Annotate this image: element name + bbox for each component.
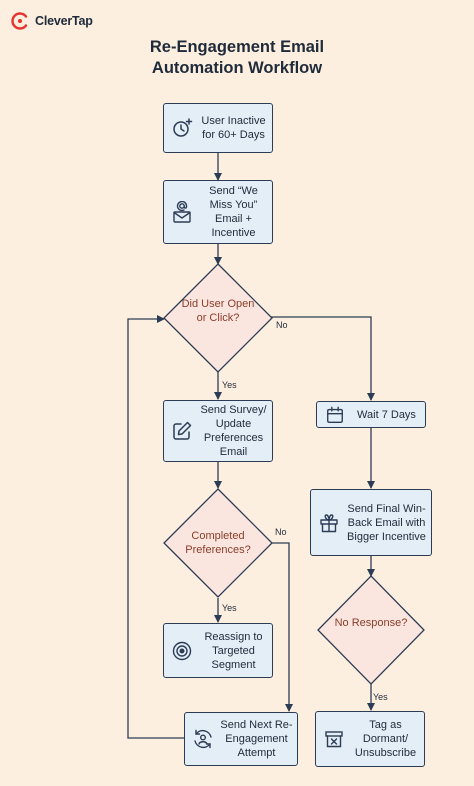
- node-send-we-miss-you: Send “We Miss You” Email + Incentive: [163, 180, 273, 244]
- archive-x-icon: [323, 728, 345, 750]
- email-at-icon: [171, 201, 193, 223]
- node-next-attempt-text: Send Next Re-Engagement Attempt: [220, 719, 293, 759]
- node-wait-7-days-text: Wait 7 Days: [357, 408, 416, 421]
- decision-open-click-text: Did User Open or Click?: [181, 298, 255, 324]
- title-line-2: Automation Workflow: [151, 59, 323, 77]
- target-icon: [171, 640, 193, 662]
- clevertap-logo: CleverTap: [10, 10, 93, 32]
- gift-icon: [318, 512, 340, 534]
- node-user-inactive: User Inactive for 60+ Days: [163, 103, 273, 153]
- label-no-1: No: [276, 320, 288, 330]
- edge-loop-back: [127, 315, 184, 739]
- node-tag-dormant-text: Tag as Dormant/ Unsubscribe: [354, 719, 417, 759]
- node-tag-dormant: Tag as Dormant/ Unsubscribe: [315, 711, 425, 767]
- node-next-attempt: Send Next Re-Engagement Attempt: [184, 712, 298, 766]
- label-no-2: No: [275, 527, 287, 537]
- node-final-win-back-text: Send Final Win-Back Email with Bigger In…: [347, 502, 426, 543]
- decision-no-response: [317, 575, 425, 685]
- edit-icon: [171, 420, 193, 442]
- node-user-inactive-text: User Inactive for 60+ Days: [201, 115, 266, 141]
- user-refresh-icon: [192, 728, 214, 750]
- node-send-we-miss-you-text: Send “We Miss You” Email + Incentive: [209, 185, 258, 239]
- page-title: Re-Engagement Email Automation Workflow: [0, 37, 474, 79]
- node-send-survey: Send Survey/ Update Preferences Email: [163, 400, 273, 462]
- clock-plus-icon: [171, 117, 193, 139]
- label-yes-2: Yes: [222, 603, 237, 613]
- logo-text: CleverTap: [35, 14, 93, 28]
- node-final-win-back: Send Final Win-Back Email with Bigger In…: [310, 489, 432, 556]
- label-yes-1: Yes: [222, 380, 237, 390]
- node-reassign-text: Reassign to Targeted Segment: [204, 630, 263, 671]
- title-line-1: Re-Engagement Email: [149, 38, 325, 56]
- calendar-icon: [324, 404, 346, 426]
- node-reassign: Reassign to Targeted Segment: [163, 623, 273, 678]
- clevertap-logo-icon: [11, 12, 28, 30]
- decision-completed-text: Completed Preferences?: [185, 530, 251, 556]
- decision-open-click: [163, 263, 273, 373]
- decision-no-response-text: No Response?: [334, 617, 408, 629]
- edge-completed-no: [271, 542, 293, 712]
- node-send-survey-text: Send Survey/ Update Preferences Email: [200, 404, 267, 458]
- decision-completed: [163, 488, 273, 598]
- edge-decision-no: [271, 316, 375, 401]
- node-wait-7-days: Wait 7 Days: [316, 401, 426, 428]
- label-yes-3: Yes: [373, 692, 388, 702]
